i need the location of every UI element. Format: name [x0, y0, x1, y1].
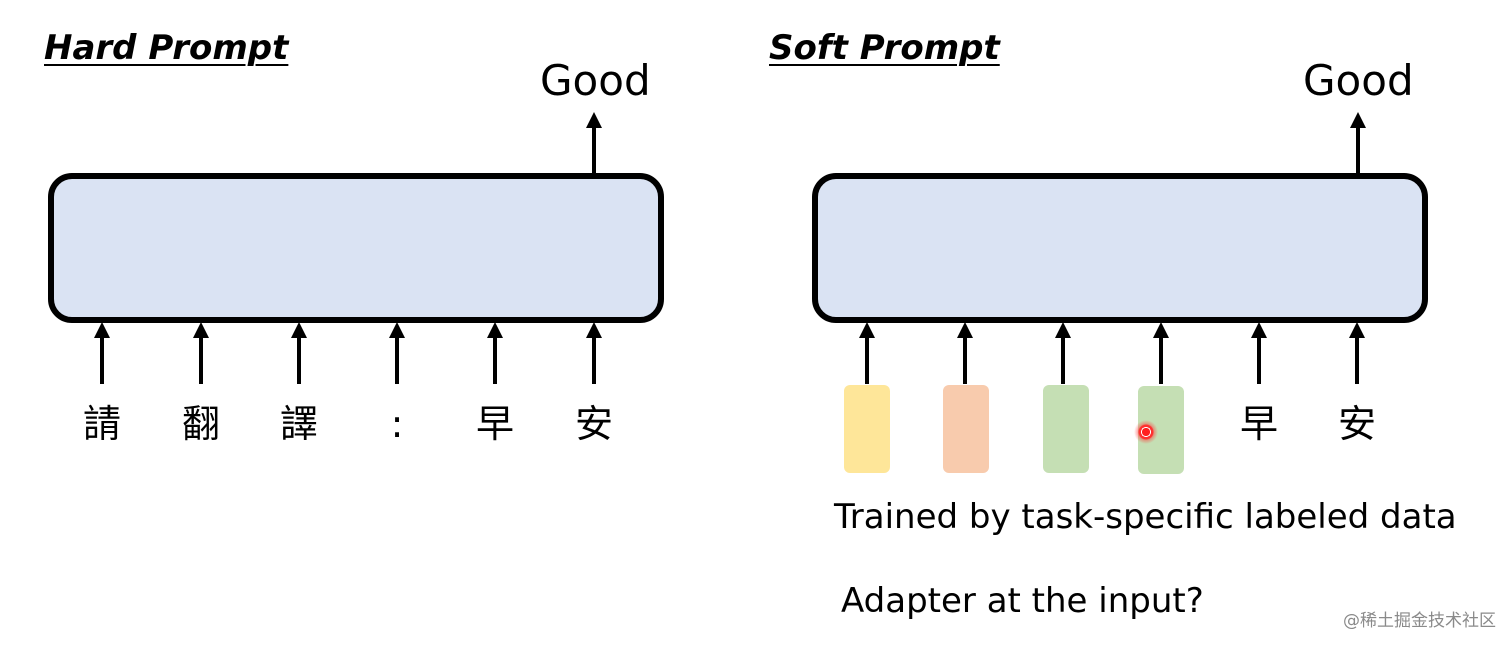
hard-token-3: 譯 [279, 402, 318, 446]
hard-prompt-output-label: Good [540, 56, 651, 105]
hard-token-2: 翻 [181, 402, 220, 446]
watermark: @稀土掘金技术社区 [1343, 611, 1496, 631]
laser-pointer-icon [1134, 420, 1158, 444]
soft-prompt-model-box [812, 173, 1428, 323]
soft-text-token-2: 安 [1337, 402, 1376, 446]
hard-token-6: 安 [574, 402, 613, 446]
soft-token-vector-1 [844, 385, 890, 473]
hard-prompt-title: Hard Prompt [44, 28, 289, 68]
soft-token-vector-2 [943, 385, 989, 473]
hard-token-4: : [390, 402, 404, 446]
soft-prompt-title: Soft Prompt [769, 28, 1000, 68]
hard-token-5: 早 [475, 402, 514, 446]
adapter-caption: Adapter at the input? [841, 581, 1204, 621]
soft-token-vector-3 [1043, 385, 1089, 473]
hard-prompt-model-box [48, 173, 664, 323]
hard-token-1: 請 [82, 402, 121, 446]
soft-text-token-1: 早 [1239, 402, 1278, 446]
trained-caption: Trained by task-specific labeled data [834, 497, 1457, 537]
soft-prompt-output-label: Good [1303, 56, 1414, 105]
